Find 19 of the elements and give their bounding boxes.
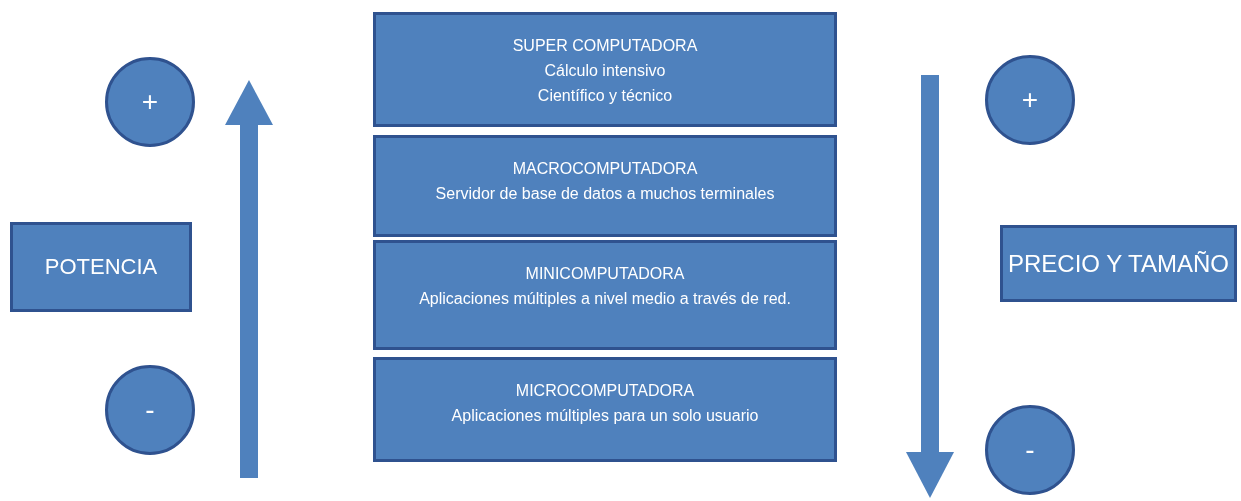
category-box: [373, 12, 837, 127]
category-box: [373, 357, 837, 462]
minus-circle: -: [105, 365, 195, 455]
plus-circle: +: [105, 57, 195, 147]
box-description: Aplicaciones múltiples para un solo usuario: [451, 406, 759, 426]
box-heading: MICROCOMPUTADORA: [515, 381, 695, 401]
category-box: [373, 135, 837, 237]
box-description: Aplicaciones múltiples a nivel medio a través de red.: [419, 289, 791, 309]
box-description: Científico y técnico: [537, 86, 673, 106]
category-box: [373, 240, 837, 350]
box-description: Cálculo intensivo: [544, 61, 666, 81]
label-box: POTENCIA: [10, 222, 192, 312]
minus-circle: -: [985, 405, 1075, 495]
box-heading: MACROCOMPUTADORA: [512, 159, 698, 179]
label-box: PRECIO Y TAMAÑO: [1000, 225, 1237, 302]
plus-circle: +: [985, 55, 1075, 145]
box-heading: MINICOMPUTADORA: [525, 264, 685, 284]
box-description: Servidor de base de datos a muchos terminales: [435, 184, 775, 204]
box-heading: SUPER COMPUTADORA: [512, 36, 698, 56]
